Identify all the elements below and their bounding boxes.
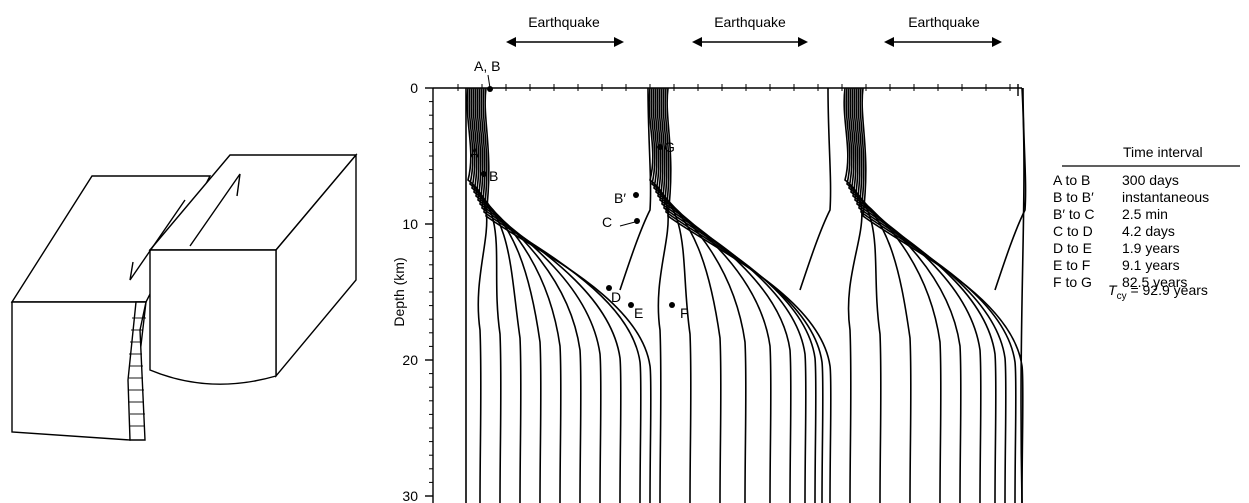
table-header: Time interval xyxy=(1123,144,1203,160)
row-value: 9.1 years xyxy=(1122,257,1180,273)
row-label: A to B xyxy=(1053,172,1090,188)
slip-curve xyxy=(472,87,542,503)
slip-curve xyxy=(652,87,722,503)
time-interval-table: Time interval A to B 300 days B to B′ in… xyxy=(1053,144,1240,302)
slip-curve xyxy=(847,87,912,503)
cycle-time: Tcy = 92.9 years xyxy=(1108,282,1208,302)
slip-curve xyxy=(648,87,669,503)
depth-axis: 0 10 20 30 Depth (km) xyxy=(391,80,434,503)
slip-curve xyxy=(476,87,582,503)
earthquake-label: Earthquake xyxy=(908,14,980,30)
slip-curve xyxy=(666,87,832,503)
point-label-b: B xyxy=(489,168,498,184)
slip-curve xyxy=(466,87,488,503)
row-label: F to G xyxy=(1053,274,1092,290)
point-markers xyxy=(481,74,675,308)
tick-10: 10 xyxy=(402,216,418,232)
slip-curve xyxy=(855,87,997,503)
row-label: E to F xyxy=(1053,257,1090,273)
slip-profiles xyxy=(465,87,1027,503)
fault-block-diagram xyxy=(10,153,358,441)
slip-curve xyxy=(859,87,1017,503)
row-label: D to E xyxy=(1053,240,1092,256)
slip-curve xyxy=(851,87,962,503)
point-labels: A, B A B B′ C D E F G xyxy=(470,58,689,321)
row-value: instantaneous xyxy=(1122,189,1209,205)
y-axis-label: Depth (km) xyxy=(391,257,407,326)
slip-curve xyxy=(799,87,832,291)
surface-line xyxy=(433,84,1022,96)
slip-curve xyxy=(650,87,692,503)
point-label-a: A xyxy=(470,145,480,161)
tick-30: 30 xyxy=(402,488,418,503)
slip-curve xyxy=(853,87,982,503)
slip-curve xyxy=(861,87,1024,503)
point-label-c: C xyxy=(602,214,612,230)
point-label-bprime: B′ xyxy=(614,190,626,206)
point-label-g: G xyxy=(664,139,675,155)
earthquake-arrow-3: Earthquake xyxy=(884,14,1002,47)
slip-curve xyxy=(845,87,882,503)
earthquake-arrow-2: Earthquake xyxy=(692,14,808,47)
tick-20: 20 xyxy=(402,352,418,368)
row-value: 4.2 days xyxy=(1122,223,1175,239)
point-label-ab: A, B xyxy=(474,58,500,74)
slip-curve xyxy=(849,87,942,503)
slip-curve xyxy=(664,87,824,503)
row-value: 2.5 min xyxy=(1122,206,1168,222)
slip-curve xyxy=(654,87,747,503)
earthquake-arrows: Earthquake Earthquake Earthquake xyxy=(506,14,1002,47)
slip-curve xyxy=(843,87,863,503)
earthquake-label: Earthquake xyxy=(528,14,600,30)
slip-curve xyxy=(480,87,622,503)
row-label: C to D xyxy=(1053,223,1093,239)
slip-curve xyxy=(994,87,1027,291)
earthquake-label: Earthquake xyxy=(714,14,786,30)
slip-curve xyxy=(1020,87,1025,503)
row-value: 1.9 years xyxy=(1122,240,1180,256)
point-label-f: F xyxy=(680,305,689,321)
slip-curve xyxy=(468,87,502,503)
slip-curve xyxy=(474,87,562,503)
row-value: 82.5 years xyxy=(1122,274,1187,290)
earthquake-arrow-1: Earthquake xyxy=(506,14,624,47)
row-label: B to B′ xyxy=(1053,189,1094,205)
row-label: B′ to C xyxy=(1053,206,1095,222)
slip-curve xyxy=(470,87,522,503)
slip-curve xyxy=(484,87,652,503)
point-label-d: D xyxy=(611,289,621,305)
slip-curve xyxy=(619,87,652,291)
tick-0: 0 xyxy=(410,80,418,96)
point-label-e: E xyxy=(634,305,643,321)
slip-curve xyxy=(478,87,602,503)
row-value: 300 days xyxy=(1122,172,1179,188)
